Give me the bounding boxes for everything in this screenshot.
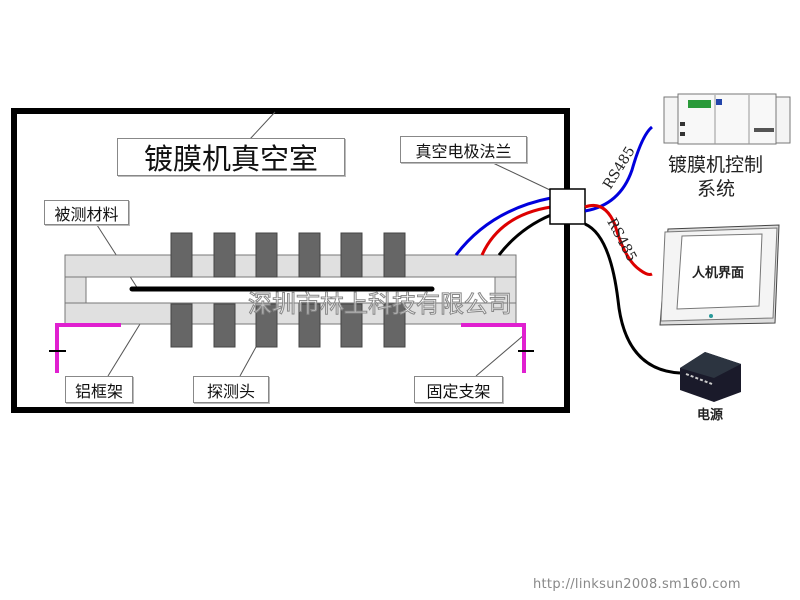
probe-head — [298, 303, 321, 348]
chamber-title: 镀膜机真空室 — [117, 138, 345, 176]
probe-head — [298, 232, 321, 278]
hmi-monitor — [659, 224, 780, 326]
bracket-leader — [475, 334, 525, 377]
probe-leader — [239, 346, 257, 377]
control-system-label: 镀膜机控制 — [668, 154, 764, 176]
blue-rs485-cable — [584, 125, 654, 213]
black-wire-internal — [497, 213, 552, 256]
frame-label: 铝框架 — [65, 376, 133, 403]
power-cable — [584, 222, 681, 375]
control-system-label-line2: 系统 — [697, 178, 736, 200]
red-rs485-cable — [584, 204, 653, 276]
control-system-device — [663, 93, 791, 145]
material-label: 被测材料 — [44, 200, 129, 225]
hmi-label: 人机界面 — [692, 266, 745, 281]
probe-head — [383, 303, 406, 348]
power-supply-box — [680, 352, 741, 402]
probe-heads — [170, 232, 406, 348]
flange-leader — [492, 162, 551, 191]
probe-head — [213, 232, 236, 278]
probe-label: 探测头 — [193, 376, 269, 403]
probe-head — [340, 232, 363, 278]
blue-wire-internal — [454, 196, 552, 256]
probe-head — [170, 303, 193, 348]
probe-head — [255, 303, 278, 348]
probe-head — [383, 232, 406, 278]
frame-leader — [107, 323, 141, 377]
probe-head — [255, 232, 278, 278]
probe-head — [170, 232, 193, 278]
flange-label: 真空电极法兰 — [400, 136, 527, 163]
power-label: 电源 — [697, 408, 724, 423]
fixed-brackets — [55, 323, 526, 373]
url-watermark: http://linksun2008.sm160.com — [533, 577, 741, 592]
probe-head — [340, 303, 363, 348]
vacuum-flange — [549, 188, 586, 225]
title-leader — [249, 111, 276, 140]
red-wire-internal — [480, 205, 552, 256]
company-watermark: 深圳市林上科技有限公司 — [248, 290, 513, 319]
bracket-label: 固定支架 — [414, 376, 503, 403]
vacuum-chamber — [11, 108, 570, 413]
probe-head — [213, 303, 236, 348]
